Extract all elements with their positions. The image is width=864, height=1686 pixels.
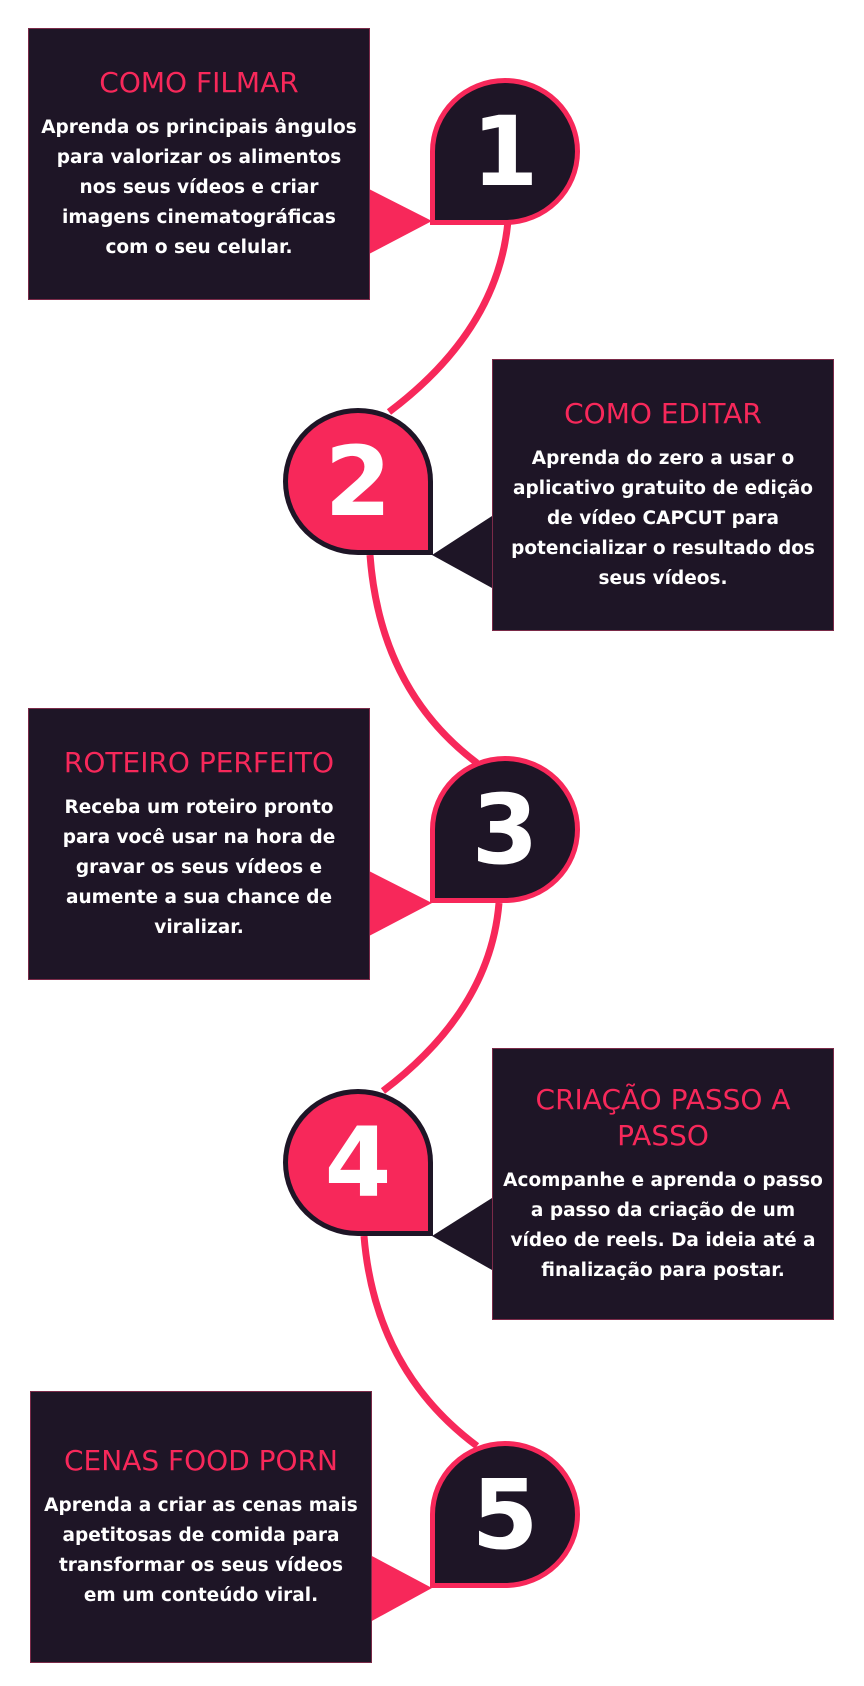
step-card-1: COMO FILMAR Aprenda os principais ângulo… (28, 28, 370, 300)
step-badge-4: 4 (283, 1089, 433, 1236)
step-description: Aprenda os principais ângulos para valor… (41, 117, 357, 258)
step-badge-2: 2 (283, 408, 433, 555)
step-description: Aprenda a criar as cenas mais apetitosas… (44, 1495, 358, 1606)
connector-4-5 (360, 1235, 480, 1449)
step-badge-5: 5 (430, 1441, 580, 1588)
step-description: Receba um roteiro pronto para você usar … (62, 797, 336, 938)
pointer-1 (369, 189, 432, 254)
step-title: CRIAÇÃO PASSO A PASSO (535, 1083, 791, 1152)
step-card-3: ROTEIRO PERFEITO Receba um roteiro pront… (28, 708, 370, 980)
step-title: CENAS FOOD PORN (64, 1444, 338, 1477)
connector-1-2 (386, 220, 512, 415)
step-title: COMO FILMAR (99, 66, 299, 99)
step-title: COMO EDITAR (564, 397, 762, 430)
connector-3-4 (380, 902, 503, 1094)
pointer-3 (369, 871, 432, 936)
step-card-5: CENAS FOOD PORN Aprenda a criar as cenas… (30, 1391, 372, 1663)
step-badge-1: 1 (430, 78, 580, 225)
step-card-4: CRIAÇÃO PASSO A PASSO Acompanhe e aprend… (492, 1048, 834, 1320)
pointer-5 (370, 1555, 432, 1622)
step-description: Aprenda do zero a usar o aplicativo grat… (511, 448, 815, 589)
connector-2-3 (366, 554, 480, 766)
step-card-2: COMO EDITAR Aprenda do zero a usar o apl… (492, 359, 834, 631)
step-badge-3: 3 (430, 756, 580, 903)
step-title: ROTEIRO PERFEITO (63, 746, 335, 779)
pointer-4 (432, 1198, 492, 1270)
pointer-2 (432, 516, 492, 588)
step-description: Acompanhe e aprenda o passo a passo da c… (503, 1170, 823, 1281)
